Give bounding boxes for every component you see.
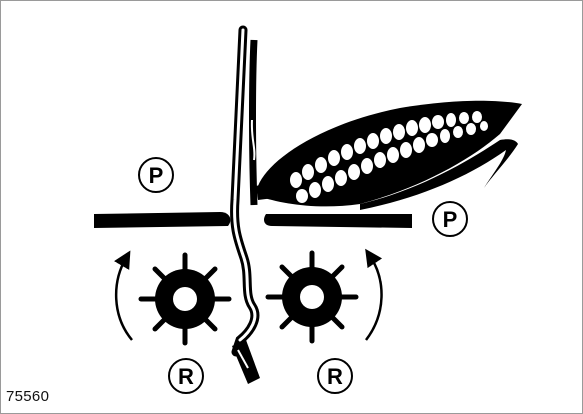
gathering-roller-left [141, 255, 229, 343]
corn-stalk-icon [232, 30, 260, 384]
corn-ear-icon [256, 101, 522, 210]
figure-number: 75560 [6, 388, 49, 405]
rotation-arrow-icon [366, 256, 382, 340]
label-roller-right: R [318, 359, 352, 393]
label-roller-left: R [169, 359, 203, 393]
stripper-plate-right [264, 214, 412, 228]
stripper-plate-left [94, 212, 230, 228]
label-plate-left: P [139, 158, 173, 192]
svg-text:P: P [443, 207, 458, 232]
svg-text:P: P [149, 163, 164, 188]
svg-text:R: R [327, 364, 343, 389]
svg-text:R: R [178, 364, 194, 389]
label-plate-right: P [433, 202, 467, 236]
rotation-arrow-icon [116, 258, 132, 340]
gathering-roller-right [268, 253, 356, 341]
